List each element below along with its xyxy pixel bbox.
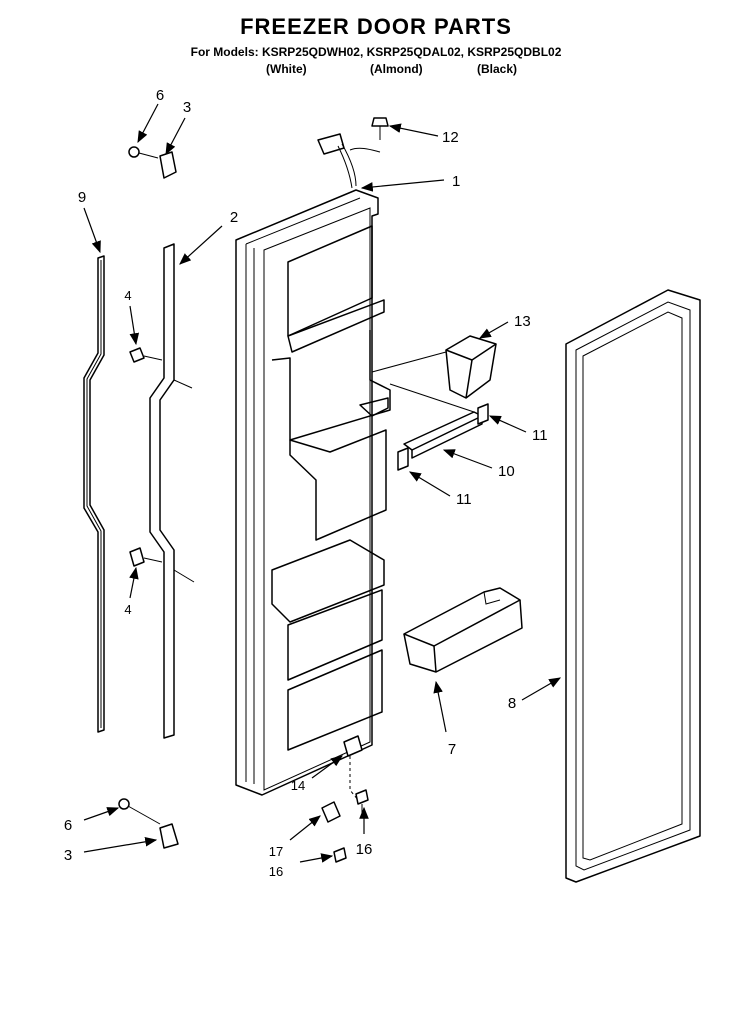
part-7-bin <box>403 587 523 673</box>
leader-lines <box>83 103 562 863</box>
part-wire-harness <box>317 133 381 189</box>
callout-10: 10 <box>498 463 515 480</box>
part-14-hinge <box>343 735 363 801</box>
part-4-screw-lower <box>129 547 163 567</box>
callout-11-upper: 11 <box>532 427 548 444</box>
callout-2: 2 <box>230 209 238 226</box>
part-13-chute <box>371 335 497 399</box>
part-4-screw-upper <box>129 347 163 363</box>
part-10-rail <box>389 383 483 459</box>
part-3-bracket-bottom <box>159 823 179 849</box>
callout-4-lower: 4 <box>124 602 131 617</box>
callout-1: 1 <box>452 173 460 190</box>
callout-14: 14 <box>291 778 305 793</box>
part-6-screw-top <box>128 146 159 159</box>
part-9-strip <box>83 255 105 733</box>
callout-16-bottom: 16 <box>269 864 283 879</box>
part-16-screw-bottom <box>333 847 347 863</box>
callout-3-top: 3 <box>183 99 191 116</box>
callout-13: 13 <box>514 313 531 330</box>
part-11-cap-lower <box>397 447 409 471</box>
callout-4-upper: 4 <box>124 288 131 303</box>
part-6-screw-bottom <box>118 798 161 825</box>
callout-6-bottom: 6 <box>64 817 72 834</box>
part-17-bushing <box>321 801 341 823</box>
callout-16-right: 16 <box>356 841 373 858</box>
part-8-gasket <box>565 289 701 883</box>
callout-12: 12 <box>442 129 459 146</box>
callout-8: 8 <box>508 695 516 712</box>
page-title: FREEZER DOOR PARTS <box>240 14 512 39</box>
part-2-rail <box>149 243 195 739</box>
color-label-white: (White) <box>266 62 307 76</box>
callout-7: 7 <box>448 741 456 758</box>
model-list: For Models: KSRP25QDWH02, KSRP25QDAL02, … <box>190 45 562 59</box>
color-label-almond: (Almond) <box>370 62 423 76</box>
part-12-screw <box>371 117 389 140</box>
part-3-bracket-top <box>159 151 177 179</box>
callout-3-bottom: 3 <box>64 847 72 864</box>
callout-11-lower: 11 <box>456 491 472 508</box>
color-label-black: (Black) <box>477 62 518 76</box>
part-1-door-liner <box>235 189 391 796</box>
callout-9: 9 <box>78 189 86 206</box>
part-11-cap-upper <box>477 403 489 425</box>
part-16-screw-right <box>355 789 369 818</box>
callout-6-top: 6 <box>156 87 164 104</box>
callout-17: 17 <box>269 844 283 859</box>
